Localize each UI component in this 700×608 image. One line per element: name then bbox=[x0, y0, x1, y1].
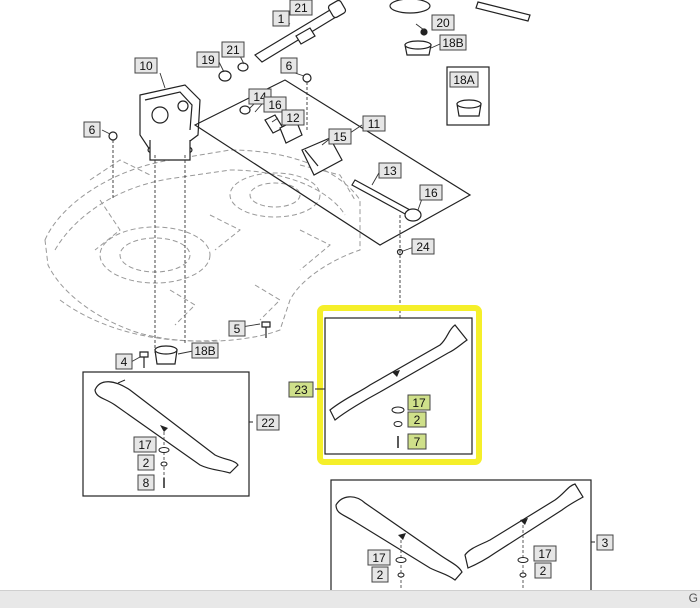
callout-18a[interactable]: 18A bbox=[449, 71, 479, 88]
callout-13[interactable]: 13 bbox=[378, 162, 402, 179]
svg-text:2: 2 bbox=[377, 568, 384, 582]
callout-8[interactable]: 8 bbox=[137, 474, 155, 491]
svg-text:22: 22 bbox=[261, 416, 275, 430]
corner-text: G bbox=[688, 591, 698, 605]
callout-24[interactable]: 24 bbox=[411, 238, 435, 255]
washer-18b bbox=[154, 345, 178, 365]
callout-11[interactable]: 11 bbox=[362, 115, 386, 132]
svg-text:18B: 18B bbox=[194, 344, 215, 358]
blade-inset-3 bbox=[330, 479, 595, 606]
callout-10[interactable]: 10 bbox=[134, 57, 158, 74]
blade-highlight-23 bbox=[315, 305, 482, 465]
callout-1[interactable]: 1 bbox=[272, 10, 290, 27]
blade-inset-22 bbox=[82, 371, 253, 497]
callout-17-bottom-left[interactable]: 17 bbox=[367, 549, 391, 566]
bottom-scrollbar[interactable] bbox=[0, 590, 700, 608]
callout-2-bottom-right[interactable]: 2 bbox=[534, 562, 552, 579]
callout-6-left[interactable]: 6 bbox=[83, 121, 101, 138]
svg-text:1: 1 bbox=[278, 12, 285, 26]
callout-2-bottom-left[interactable]: 2 bbox=[371, 566, 389, 583]
callout-7[interactable]: 7 bbox=[407, 433, 427, 450]
svg-text:23: 23 bbox=[294, 383, 308, 397]
svg-text:18A: 18A bbox=[453, 73, 474, 87]
bolt-5 bbox=[261, 321, 271, 338]
svg-text:17: 17 bbox=[372, 551, 386, 565]
callout-20[interactable]: 20 bbox=[431, 14, 455, 31]
callout-18b-bottom[interactable]: 18B bbox=[191, 342, 219, 359]
svg-text:6: 6 bbox=[89, 123, 96, 137]
callout-21-left[interactable]: 21 bbox=[221, 41, 245, 58]
shaft-1 bbox=[254, 9, 337, 63]
callout-17-left[interactable]: 17 bbox=[133, 436, 157, 453]
svg-text:21: 21 bbox=[226, 43, 240, 57]
callouts: 1 21 20 18B 18A 21 19 10 6 14 16 12 11 6… bbox=[83, 0, 614, 583]
svg-text:6: 6 bbox=[286, 59, 293, 73]
callout-3[interactable]: 3 bbox=[596, 534, 614, 551]
svg-text:2: 2 bbox=[143, 456, 150, 470]
svg-text:2: 2 bbox=[414, 413, 421, 427]
svg-text:5: 5 bbox=[234, 322, 241, 336]
svg-text:4: 4 bbox=[121, 355, 128, 369]
bushing-21-top bbox=[327, 0, 347, 19]
gearbox-10 bbox=[139, 84, 201, 161]
bolt-4 bbox=[139, 351, 149, 368]
svg-text:20: 20 bbox=[436, 16, 450, 30]
callout-5[interactable]: 5 bbox=[228, 320, 246, 337]
svg-text:13: 13 bbox=[383, 164, 397, 178]
svg-text:17: 17 bbox=[538, 547, 552, 561]
svg-text:17: 17 bbox=[138, 438, 152, 452]
svg-text:16: 16 bbox=[424, 186, 438, 200]
callout-19[interactable]: 19 bbox=[196, 51, 220, 68]
callout-21-top[interactable]: 21 bbox=[289, 0, 313, 16]
callout-16-top[interactable]: 16 bbox=[263, 96, 287, 113]
bolt-6-left bbox=[108, 131, 118, 141]
bushing-19 bbox=[218, 62, 249, 82]
callout-16-right[interactable]: 16 bbox=[419, 184, 443, 201]
svg-text:3: 3 bbox=[602, 536, 609, 550]
mower-deck bbox=[44, 149, 361, 342]
bolt-6-right bbox=[302, 73, 312, 83]
spindle-top-right bbox=[475, 1, 531, 22]
callout-18b-top[interactable]: 18B bbox=[439, 34, 467, 51]
callout-2-left[interactable]: 2 bbox=[137, 454, 155, 471]
svg-text:8: 8 bbox=[143, 476, 150, 490]
svg-text:16: 16 bbox=[268, 98, 282, 112]
svg-text:19: 19 bbox=[201, 53, 215, 67]
callout-15[interactable]: 15 bbox=[328, 128, 352, 145]
svg-text:12: 12 bbox=[286, 111, 300, 125]
callout-17-highlight[interactable]: 17 bbox=[407, 394, 431, 411]
callout-4[interactable]: 4 bbox=[115, 353, 133, 370]
pulley-20 bbox=[389, 0, 432, 56]
svg-text:11: 11 bbox=[368, 117, 381, 131]
callout-23[interactable]: 23 bbox=[288, 381, 314, 398]
svg-text:10: 10 bbox=[139, 59, 153, 73]
callout-22[interactable]: 22 bbox=[256, 414, 280, 431]
svg-text:2: 2 bbox=[540, 564, 547, 578]
svg-text:21: 21 bbox=[294, 1, 308, 15]
callout-17-bottom-right[interactable]: 17 bbox=[533, 545, 557, 562]
leader-lines bbox=[112, 82, 401, 375]
svg-text:24: 24 bbox=[416, 240, 430, 254]
svg-text:18B: 18B bbox=[442, 36, 463, 50]
svg-text:15: 15 bbox=[333, 130, 347, 144]
svg-text:17: 17 bbox=[412, 396, 426, 410]
callout-6-right[interactable]: 6 bbox=[280, 57, 298, 74]
callout-2-highlight[interactable]: 2 bbox=[407, 411, 427, 428]
callout-12[interactable]: 12 bbox=[281, 109, 305, 126]
svg-text:7: 7 bbox=[414, 435, 421, 449]
